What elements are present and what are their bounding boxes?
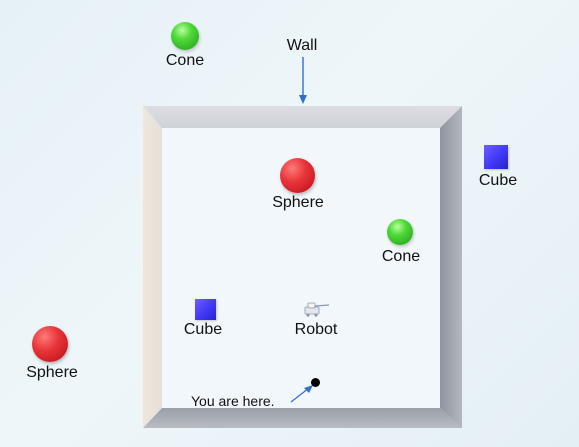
wall-label: Wall — [286, 37, 318, 54]
location-dot-icon — [311, 378, 320, 387]
you-are-here-arrowhead — [304, 385, 313, 393]
sphere-inside-label: Sphere — [272, 194, 324, 211]
cube-outside-right — [484, 145, 508, 169]
robot-icon — [304, 302, 330, 317]
sphere-outside-label: Sphere — [26, 364, 78, 381]
cone-outside-top — [171, 22, 199, 50]
wall-arrowhead — [299, 95, 307, 104]
cone-outside-label: Cone — [165, 52, 205, 69]
cube-inside-label: Cube — [183, 321, 223, 338]
sphere-outside-left — [32, 326, 68, 362]
top-wall — [143, 106, 462, 128]
cube-outside-label: Cube — [478, 172, 518, 189]
you-are-here-label: You are here. — [191, 393, 275, 409]
you-are-here-arrow — [290, 387, 310, 403]
cube-inside — [195, 299, 216, 320]
sphere-inside — [280, 158, 315, 193]
bottom-wall — [143, 408, 462, 428]
cone-inside-label: Cone — [381, 248, 421, 265]
room-floor — [162, 128, 440, 408]
robot-label: Robot — [294, 321, 338, 338]
cone-inside — [387, 219, 413, 245]
right-wall — [440, 106, 462, 428]
left-wall — [143, 106, 162, 428]
